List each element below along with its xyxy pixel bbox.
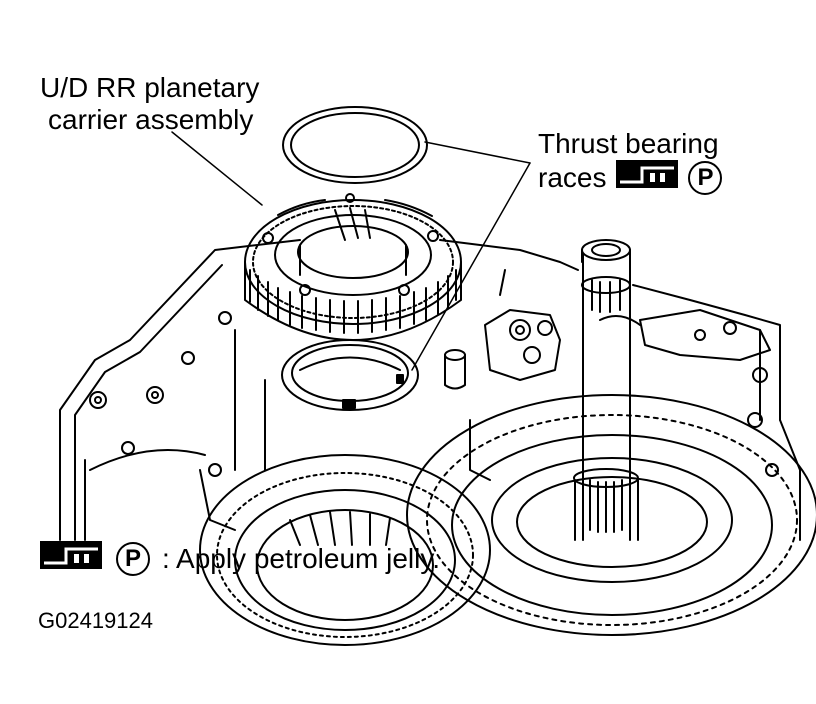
races-leader-line-top — [424, 141, 531, 164]
races-label-line2-text: races — [538, 161, 607, 193]
p-mark-letter: P — [697, 163, 714, 191]
input-shaft — [573, 239, 639, 541]
valve-body — [444, 269, 779, 481]
races-label-line2: races P — [538, 160, 723, 195]
legend-p-mark-letter: P — [124, 544, 141, 572]
ring-gear — [406, 394, 816, 636]
petroleum-jelly-icon — [616, 160, 679, 195]
races-leader-line-bottom — [411, 162, 531, 371]
races-label-line1: Thrust bearing — [538, 128, 719, 159]
legend: P : Apply petroleum jelly. — [40, 541, 440, 576]
p-mark-icon: P — [688, 160, 723, 195]
carrier-label: U/D RR planetary carrier assembly — [40, 72, 259, 136]
carrier-leader-line — [171, 131, 263, 206]
legend-p-mark-icon: P — [116, 541, 150, 576]
upper-thrust-race — [282, 106, 428, 184]
races-label: Thrust bearing races P — [538, 128, 723, 195]
carrier-label-line1: U/D RR planetary — [40, 72, 260, 103]
transmission-case — [59, 239, 801, 541]
legend-text: : Apply petroleum jelly. — [162, 542, 441, 574]
figure-code: G02419124 — [38, 608, 153, 633]
clutch-drum — [199, 454, 491, 646]
legend-jelly-icon — [40, 541, 102, 576]
lower-thrust-race — [281, 339, 419, 411]
leader-lines — [171, 131, 531, 371]
carrier-label-line2: carrier assembly — [48, 104, 254, 135]
planetary-carrier — [244, 193, 462, 341]
